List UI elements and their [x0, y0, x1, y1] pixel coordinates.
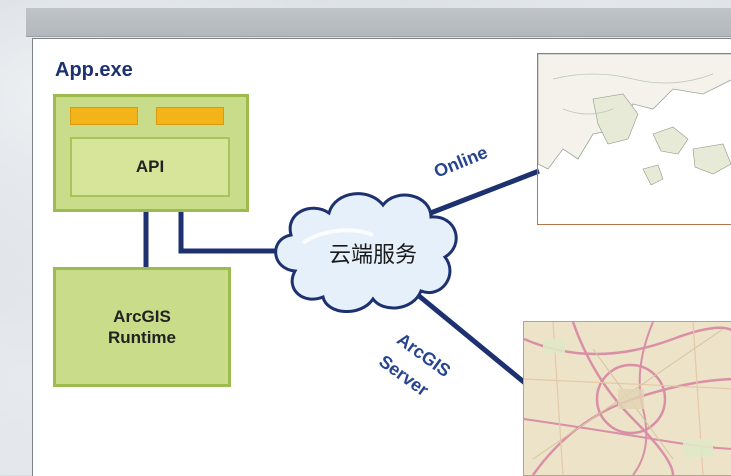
ocean-map-land	[537, 53, 731, 186]
cloud-online-connector	[427, 168, 540, 217]
api-cloud-connector	[178, 202, 295, 254]
api-box: API	[70, 137, 230, 197]
runtime-label-line1: ArcGIS	[113, 307, 171, 326]
api-label: API	[135, 157, 165, 176]
connector-layer	[143, 53, 731, 476]
online-basemap-image	[537, 53, 731, 225]
diagram-slide: App.exe API ArcGIS Runtime 云端服务 Online A…	[32, 38, 731, 476]
app-container-box: API	[53, 94, 249, 212]
arcgis-runtime-box: ArcGIS Runtime	[53, 267, 231, 387]
cloud-icon	[274, 192, 458, 313]
street-map-roads	[523, 321, 731, 476]
cloud-server-connector	[411, 289, 527, 385]
server-streetmap-image	[523, 321, 731, 476]
app-module-bar-left	[70, 107, 138, 125]
app-title: App.exe	[55, 59, 133, 81]
top-bar	[26, 8, 731, 37]
cloud-service-label: 云端服务	[328, 242, 417, 267]
runtime-label-line2: Runtime	[108, 328, 176, 347]
app-module-bar-right	[156, 107, 224, 125]
